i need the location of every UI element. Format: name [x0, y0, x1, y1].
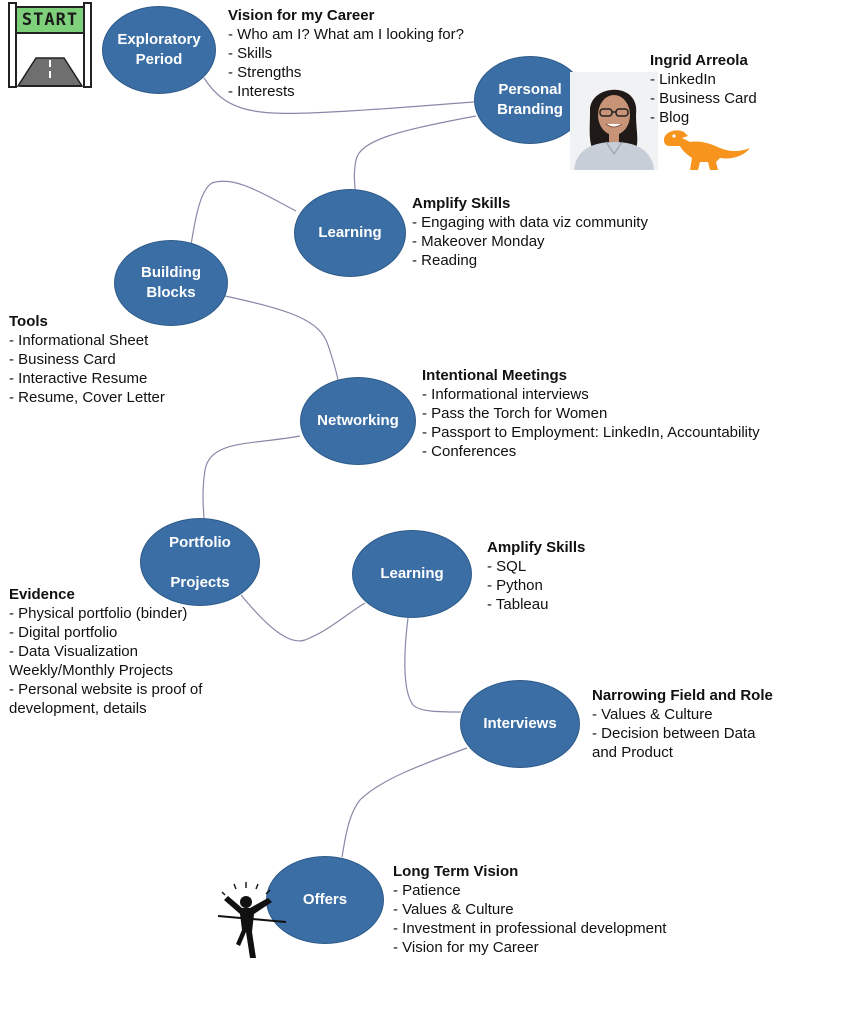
note-item: - Reading [412, 252, 478, 269]
node-building-blocks: Building Blocks [114, 240, 228, 326]
node-label: Learning [380, 565, 444, 582]
start-sign-text: START [21, 10, 79, 30]
note-heading: Evidence [9, 586, 75, 603]
note-item: - Values & Culture [592, 706, 713, 723]
connector-exploratory-branding [203, 77, 475, 114]
note-item: - Engaging with data viz community [412, 214, 648, 231]
note-item: - Physical portfolio (binder) [9, 605, 188, 622]
note-item: - Vision for my Career [393, 939, 539, 956]
node-label-line2: Blocks [146, 284, 196, 301]
note-item: - LinkedIn [650, 71, 716, 88]
node-label: Offers [302, 891, 348, 908]
node-networking: Networking [300, 377, 416, 465]
note-item: development, details [9, 700, 147, 717]
note-item: - Decision between Data [592, 725, 756, 742]
note-vision-for-career: Vision for my Career - Who am I? What am… [228, 6, 464, 101]
node-learning-1: Learning [294, 189, 406, 277]
connector-networking-portfolio [202, 435, 301, 519]
note-item: and Product [592, 744, 673, 761]
note-item: - Values & Culture [393, 901, 514, 918]
note-item: - Business Card [9, 351, 116, 368]
connector-learning1-building [190, 180, 297, 246]
node-portfolio-projects: Portfolio Projects [140, 518, 260, 606]
note-heading: Amplify Skills [412, 195, 511, 212]
note-amplify-skills-2: Amplify Skills - SQL - Python - Tableau [487, 538, 585, 614]
note-item: - Informational Sheet [9, 332, 149, 349]
node-exploratory-period: Exploratory Period [102, 6, 216, 94]
note-item: - Informational interviews [422, 386, 589, 403]
node-label-line2: Period [135, 51, 183, 68]
note-evidence: Evidence - Physical portfolio (binder) -… [9, 585, 202, 718]
note-item: - Passport to Employment: LinkedIn, Acco… [422, 424, 760, 441]
note-item: - Blog [650, 109, 690, 126]
note-item: - Business Card [650, 90, 757, 107]
node-label-line2: Projects [170, 574, 230, 591]
note-item: - Conferences [422, 443, 517, 460]
note-heading: Narrowing Field and Role [592, 687, 773, 704]
node-offers: Offers [266, 856, 384, 944]
note-item: - Tableau [487, 596, 549, 613]
note-heading: Ingrid Arreola [650, 52, 748, 69]
note-heading: Long Term Vision [393, 863, 519, 880]
node-label: Learning [318, 224, 382, 241]
note-heading: Amplify Skills [487, 539, 586, 556]
note-item: - Resume, Cover Letter [9, 389, 165, 406]
runner-finish-icon [216, 880, 288, 962]
note-item: - Patience [393, 882, 461, 899]
node-label-line1: Portfolio [169, 534, 231, 551]
node-personal-branding: Personal Branding [474, 56, 586, 144]
note-item: - Makeover Monday [412, 233, 545, 250]
note-item: - Interests [228, 83, 295, 100]
person-photo [570, 72, 658, 170]
start-gate-icon: START [6, 2, 94, 88]
note-item: - Pass the Torch for Women [422, 405, 608, 422]
note-item: Weekly/Monthly Projects [9, 662, 173, 679]
note-item: - Python [487, 577, 543, 594]
note-item: - SQL [487, 558, 527, 575]
note-heading: Vision for my Career [228, 7, 375, 24]
node-learning-2: Learning [352, 530, 472, 618]
node-label-line1: Exploratory [117, 31, 201, 48]
note-ingrid-arreola: Ingrid Arreola - LinkedIn - Business Car… [650, 51, 757, 127]
note-tools: Tools - Informational Sheet - Business C… [9, 312, 165, 407]
node-label-line1: Building [141, 264, 201, 281]
note-item: - Data Visualization [9, 643, 138, 660]
node-label-line2: Branding [497, 101, 563, 118]
connector-building-networking [224, 295, 339, 381]
node-label-line1: Personal [498, 81, 562, 98]
note-item: - Skills [228, 45, 273, 62]
connector-portfolio-learning2 [240, 594, 366, 642]
dinosaur-icon [660, 126, 752, 172]
note-heading: Intentional Meetings [422, 367, 568, 384]
node-label: Interviews [483, 715, 557, 732]
connector-branding-learning1 [353, 115, 477, 191]
node-label: Networking [317, 412, 399, 429]
note-item: - Personal website is proof of [9, 681, 203, 698]
connector-learning2-interviews [404, 617, 462, 713]
note-intentional-meetings: Intentional Meetings - Informational int… [422, 366, 760, 461]
note-narrowing-field: Narrowing Field and Role - Values & Cult… [592, 686, 773, 762]
note-item: - Strengths [228, 64, 302, 81]
note-item: - Who am I? What am I looking for? [228, 26, 464, 43]
note-amplify-skills-1: Amplify Skills - Engaging with data viz … [412, 194, 648, 270]
connector-interviews-offers [341, 747, 468, 858]
note-item: - Digital portfolio [9, 624, 118, 641]
note-item: - Interactive Resume [9, 370, 148, 387]
node-interviews: Interviews [460, 680, 580, 768]
note-long-term-vision: Long Term Vision - Patience - Values & C… [393, 862, 666, 957]
note-heading: Tools [9, 313, 48, 330]
note-item: - Investment in professional development [393, 920, 667, 937]
